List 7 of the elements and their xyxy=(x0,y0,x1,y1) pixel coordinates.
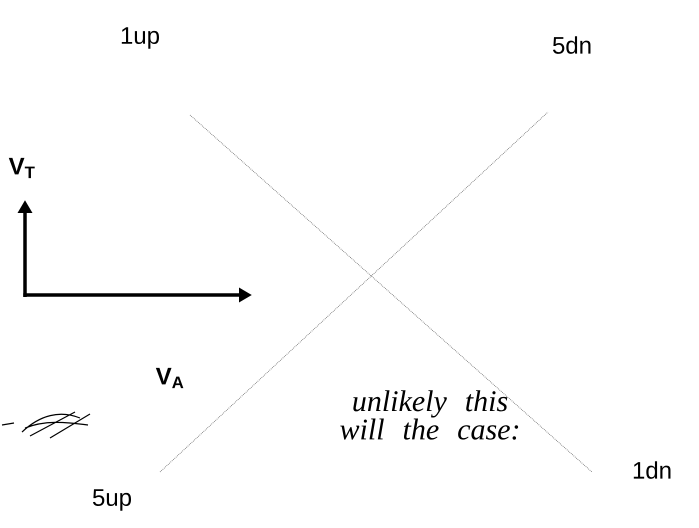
end-label: 5dn xyxy=(552,36,590,54)
handwritten-note: unlikely this will the case: xyxy=(340,390,518,440)
axis-label: V$_{T}$ xyxy=(8,158,35,178)
axis-label: V$_{A}$ xyxy=(156,368,184,388)
end-label: 5up xyxy=(92,489,131,511)
end-label: 1up xyxy=(122,27,159,49)
end-label: 1dn xyxy=(634,461,670,479)
